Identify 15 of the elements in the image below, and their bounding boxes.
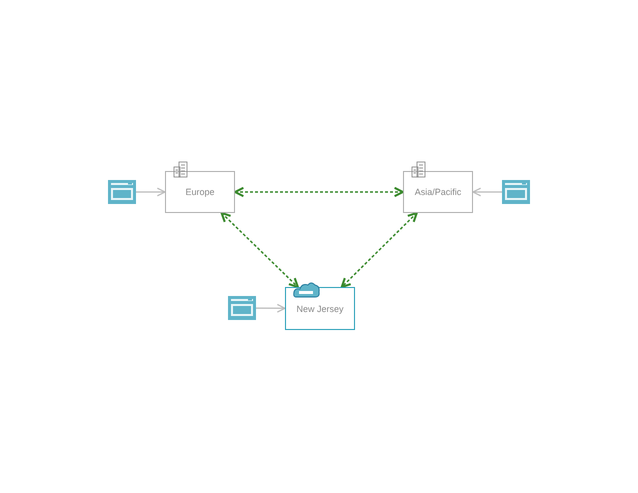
app-window-icon bbox=[502, 180, 530, 204]
replication-arrow bbox=[234, 186, 404, 198]
location-box bbox=[403, 171, 473, 213]
location-label: New Jersey bbox=[296, 304, 344, 314]
location-label: Europe bbox=[185, 187, 215, 197]
replication-arrow bbox=[340, 212, 418, 288]
location-box bbox=[285, 287, 355, 330]
replication-arrow bbox=[220, 212, 299, 288]
arrow bbox=[472, 188, 502, 196]
location-box bbox=[165, 171, 235, 213]
arrow bbox=[136, 188, 166, 196]
arrow bbox=[256, 304, 286, 313]
app-window-icon bbox=[108, 180, 136, 204]
location-label: Asia/Pacific bbox=[414, 187, 462, 197]
app-window-icon bbox=[228, 296, 256, 320]
